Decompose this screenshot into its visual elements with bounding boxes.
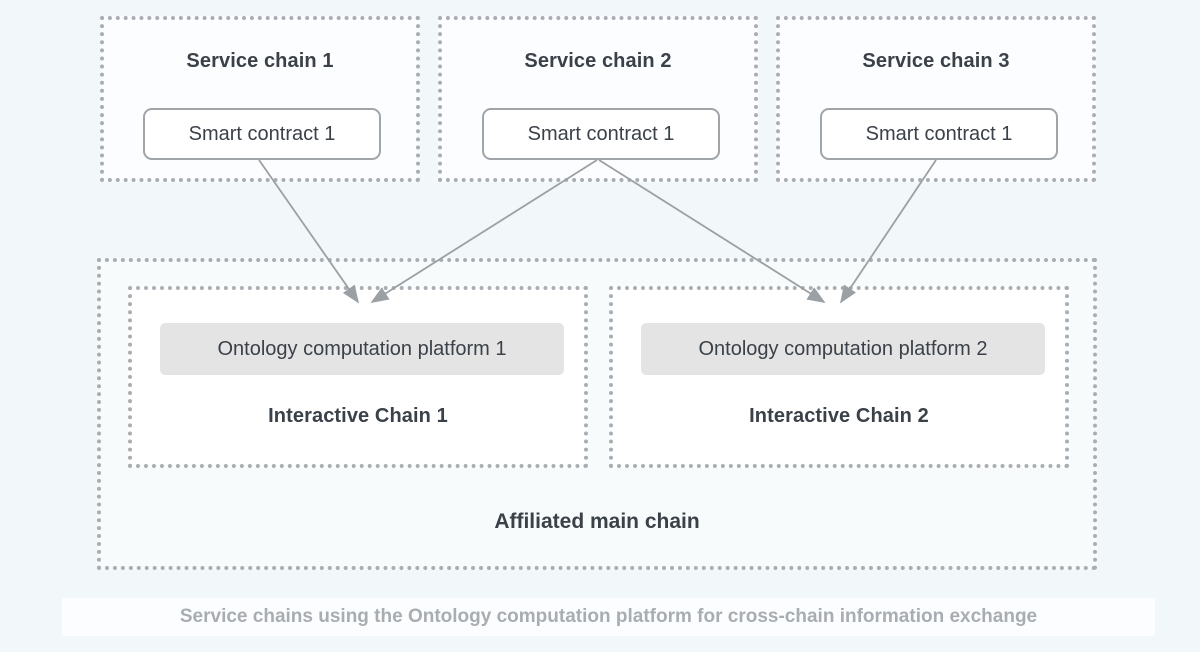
smart-contract-1-service-chain-1[interactable]: Smart contract 1 bbox=[143, 108, 381, 160]
ontology-computation-platform-1[interactable]: Ontology computation platform 1 bbox=[160, 323, 564, 375]
ontology-computation-platform-2[interactable]: Ontology computation platform 2 bbox=[641, 323, 1045, 375]
diagram-caption: Service chains using the Ontology comput… bbox=[179, 606, 1038, 627]
interactive-chain-2-box[interactable]: Ontology computation platform 2 Interact… bbox=[609, 286, 1069, 468]
service-chain-1-title: Service chain 1 bbox=[186, 50, 334, 72]
interactive-chain-1-box[interactable]: Ontology computation platform 1 Interact… bbox=[128, 286, 588, 468]
service-chain-1-box[interactable]: Service chain 1 Smart contract 1 bbox=[100, 16, 420, 182]
service-chain-3-box[interactable]: Service chain 3 Smart contract 1 bbox=[776, 16, 1096, 182]
caption-strip: Service chains using the Ontology comput… bbox=[62, 598, 1155, 636]
affiliated-main-chain-box[interactable]: Ontology computation platform 1 Interact… bbox=[97, 258, 1097, 570]
service-chain-2-title: Service chain 2 bbox=[524, 50, 672, 72]
service-chain-3-title: Service chain 3 bbox=[862, 50, 1010, 72]
smart-contract-1-service-chain-3[interactable]: Smart contract 1 bbox=[820, 108, 1058, 160]
affiliated-main-chain-title: Affiliated main chain bbox=[494, 510, 700, 533]
interactive-chain-1-title: Interactive Chain 1 bbox=[268, 405, 448, 427]
interactive-chain-2-title: Interactive Chain 2 bbox=[749, 405, 929, 427]
service-chain-2-box[interactable]: Service chain 2 Smart contract 1 bbox=[438, 16, 758, 182]
smart-contract-1-service-chain-2[interactable]: Smart contract 1 bbox=[482, 108, 720, 160]
